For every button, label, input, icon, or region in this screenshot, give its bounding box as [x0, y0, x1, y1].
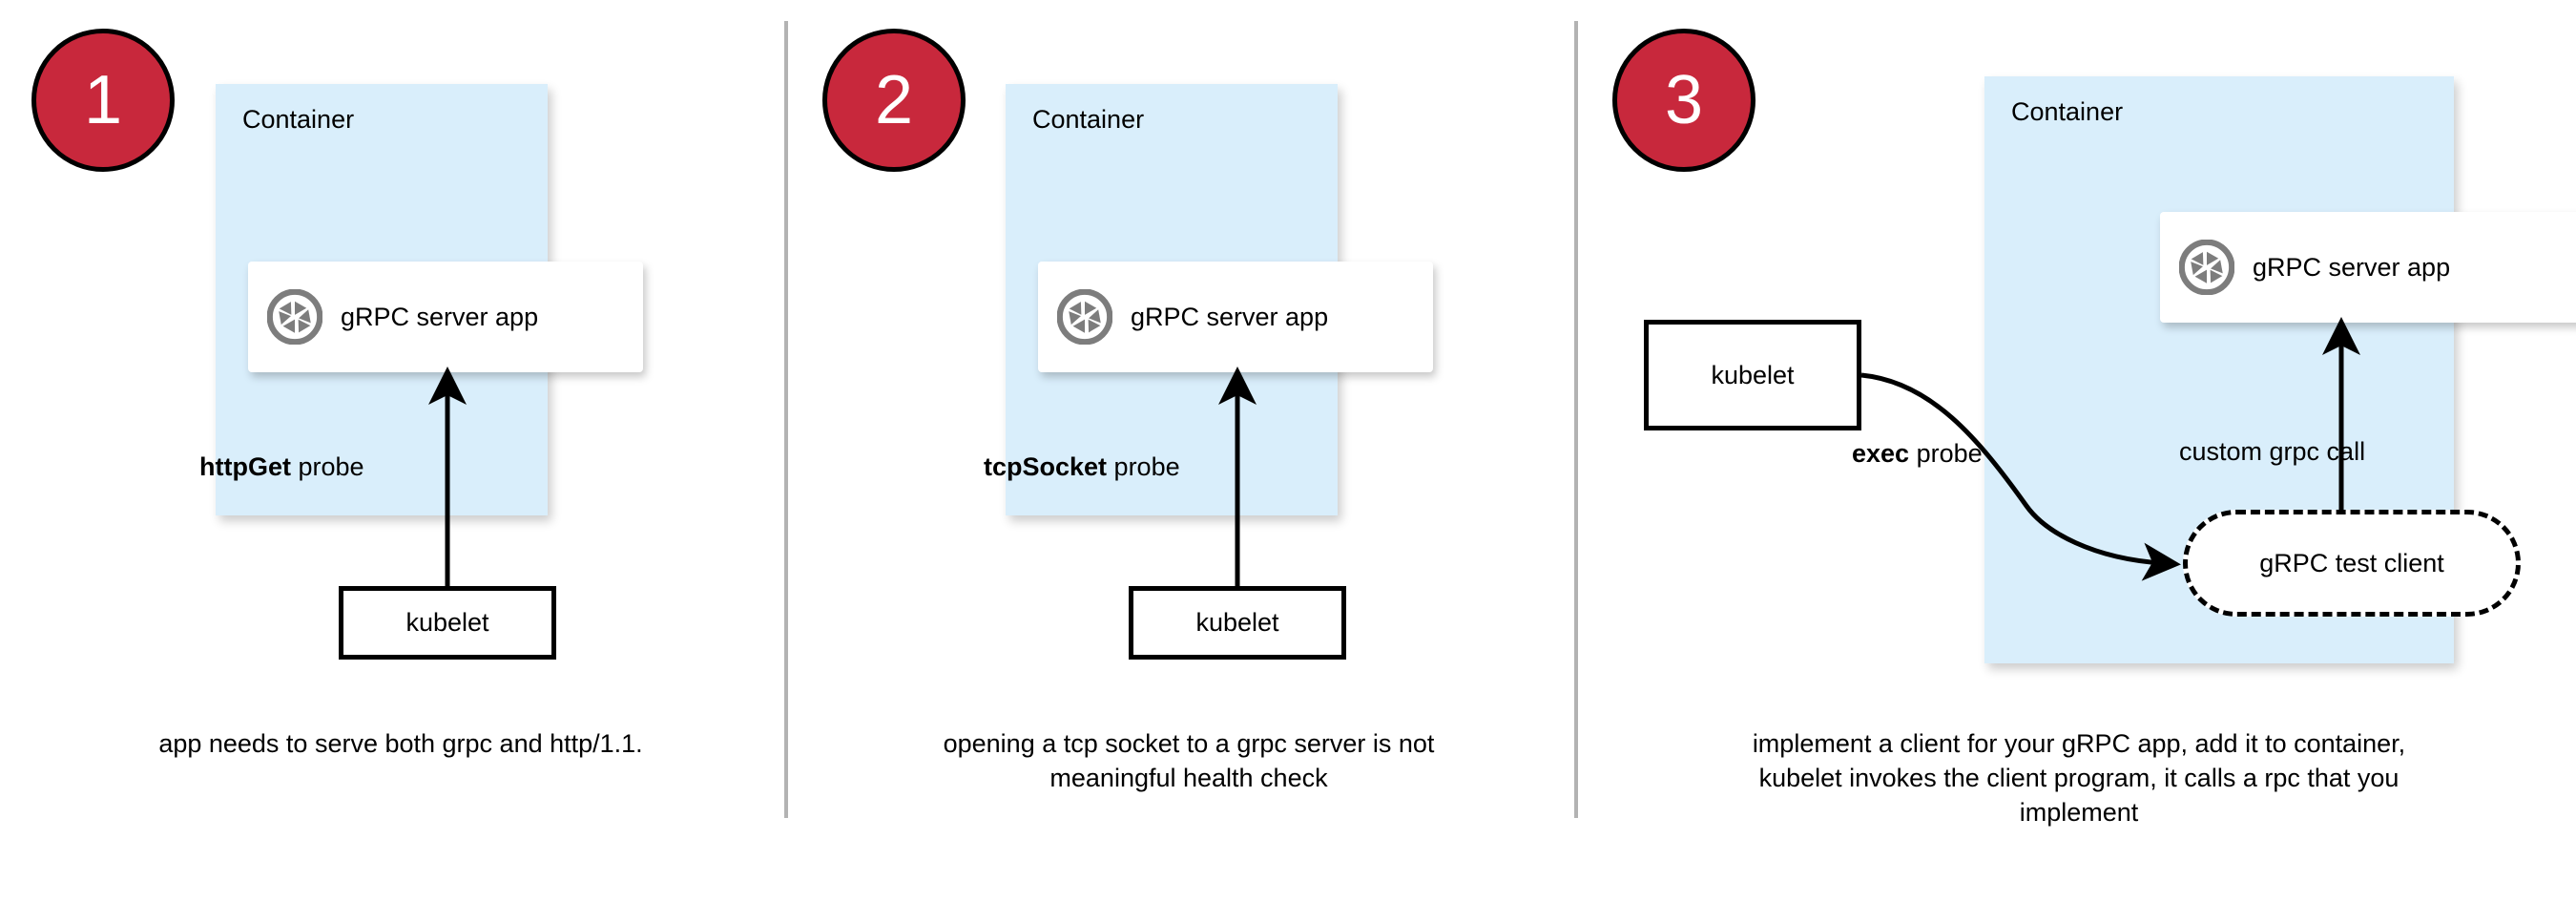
step-badge-number: 2 — [874, 62, 914, 138]
probe-label-rest: probe — [1909, 439, 1983, 468]
kubelet-box: kubelet — [1129, 586, 1346, 660]
probe-label-bold: tcpSocket — [984, 452, 1108, 481]
probe-label: httpGet probe — [199, 452, 364, 482]
panel-divider-1 — [784, 21, 788, 818]
container-label: Container — [2011, 97, 2124, 126]
kubelet-label: kubelet — [405, 608, 489, 637]
panel-caption: opening a tcp socket to a grpc server is… — [943, 729, 1435, 792]
grpc-test-client-node: gRPC test client — [2183, 510, 2521, 617]
grpc-aperture-icon — [1057, 289, 1112, 345]
step-badge-2: 2 — [822, 29, 966, 172]
probe-label-bold: exec — [1852, 439, 1910, 468]
grpc-server-app-label: gRPC server app — [1131, 302, 1329, 331]
grpc-server-app-card: gRPC server app — [2160, 212, 2576, 323]
probe-label-rest: probe — [290, 452, 364, 481]
grpc-server-app-card: gRPC server app — [1038, 262, 1433, 372]
kubelet-label: kubelet — [1195, 608, 1279, 637]
grpc-aperture-icon — [2179, 240, 2234, 295]
container-label: Container — [242, 105, 355, 134]
grpc-server-app-label: gRPC server app — [341, 302, 539, 331]
panel-tcpsocket-probe: 2 Container gRPC server app — [788, 0, 1574, 923]
panel-divider-2 — [1574, 21, 1578, 818]
kubelet-box: kubelet — [1644, 320, 1861, 430]
kubelet-label: kubelet — [1711, 360, 1795, 389]
step-badge-3: 3 — [1612, 29, 1755, 172]
panel-exec-probe: 3 Container gRPC server app — [1578, 0, 2576, 923]
probe-label: tcpSocket probe — [984, 452, 1180, 482]
exec-probe-label: exec probe — [1852, 439, 1983, 469]
custom-grpc-call-label: custom grpc call — [2179, 437, 2366, 466]
grpc-server-app-label: gRPC server app — [2253, 252, 2451, 282]
step-badge-number: 1 — [83, 62, 123, 138]
grpc-test-client-label: gRPC test client — [2259, 548, 2444, 577]
panel-caption: implement a client for your gRPC app, ad… — [1752, 729, 2406, 827]
panel-caption: app needs to serve both grpc and http/1.… — [158, 729, 643, 758]
probe-label-bold: httpGet — [199, 452, 291, 481]
grpc-aperture-icon — [267, 289, 322, 345]
probe-label-rest: probe — [1107, 452, 1180, 481]
grpc-server-app-card: gRPC server app — [248, 262, 643, 372]
step-badge-number: 3 — [1664, 62, 1704, 138]
step-badge-1: 1 — [31, 29, 175, 172]
kubelet-box: kubelet — [339, 586, 556, 660]
container-label: Container — [1032, 105, 1145, 134]
panel-httpget-probe: 1 Container gRPC server app — [0, 0, 784, 923]
